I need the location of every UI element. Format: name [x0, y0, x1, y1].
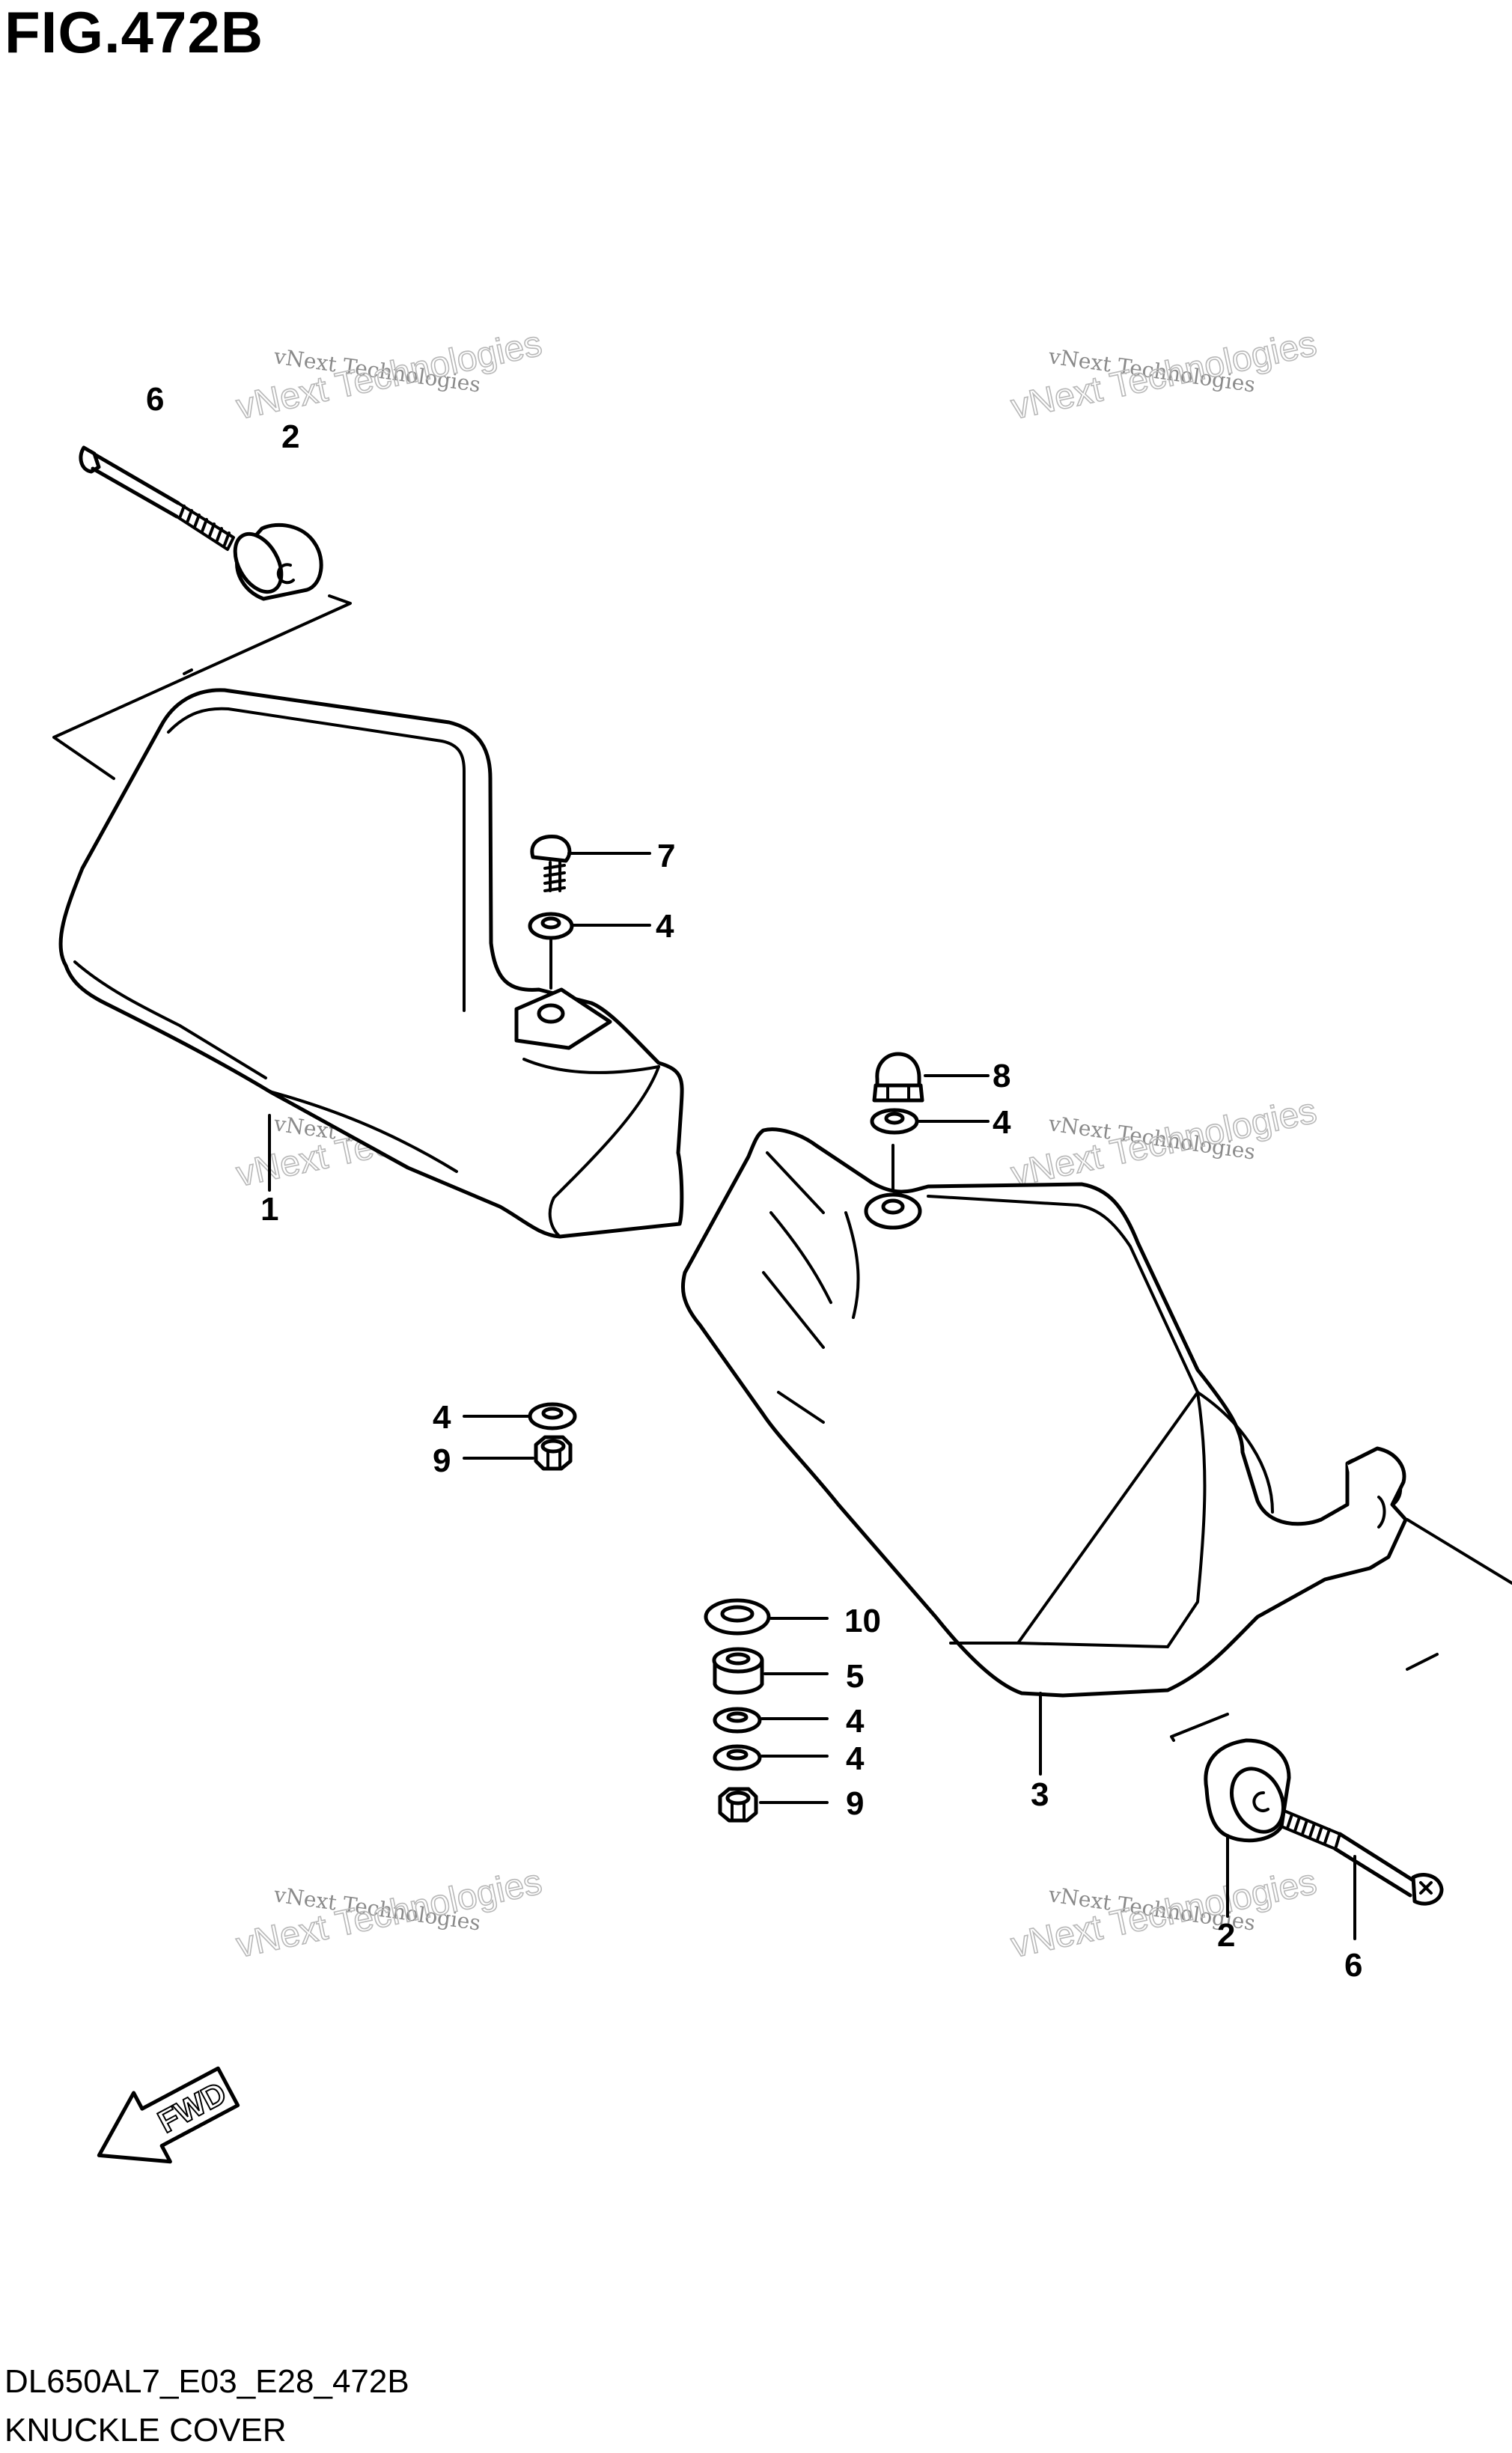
forward-direction-arrow: FWD	[97, 2066, 240, 2164]
watermark-text: vNext Technologies	[233, 1862, 545, 1966]
callout-1: 1	[260, 1191, 278, 1228]
knuckle-cover-part-3	[680, 1127, 1408, 1776]
washer-part-4-stack-lower	[713, 1744, 829, 1771]
callout-2-left: 2	[281, 418, 299, 455]
callout-4-stack-upper: 4	[846, 1703, 865, 1740]
washer-part-4-middle	[463, 1402, 577, 1430]
assembly-line-left	[52, 594, 352, 780]
figure-title: FIG.472B	[4, 0, 264, 65]
watermark-text: vNext Technologies	[1008, 324, 1320, 427]
cushion-part-2-right	[1204, 1738, 1291, 1918]
callout-3: 3	[1031, 1776, 1049, 1813]
callout-10: 10	[844, 1603, 881, 1639]
section-name: KNUCKLE COVER	[4, 2412, 287, 2449]
bolt-part-6-left	[79, 445, 235, 551]
callout-2-right: 2	[1217, 1917, 1235, 1954]
callout-5: 5	[846, 1658, 864, 1695]
watermark-text: vNext Technologies	[1008, 1862, 1320, 1966]
cap-nut-part-8	[872, 1052, 990, 1103]
knuckle-cover-part-1	[58, 688, 684, 1239]
callouts: 6 2 7 4 1 8 4 4 9 10 5 4 4 9 3 2 6	[146, 381, 1362, 1984]
spacer-part-5	[712, 1647, 829, 1695]
callout-4-middle: 4	[433, 1399, 451, 1436]
screw-part-7	[530, 834, 651, 892]
callout-6-right: 6	[1344, 1947, 1362, 1984]
washer-part-4-right-upper	[870, 1108, 990, 1135]
callout-7: 7	[657, 838, 675, 874]
watermark-text: vNext Technologies	[233, 324, 545, 427]
washer-part-4-upper	[528, 912, 651, 990]
callout-4-right-upper: 4	[993, 1104, 1011, 1141]
model-code: DL650AL7_E03_E28_472B	[4, 2363, 409, 2400]
callout-6-left: 6	[146, 381, 164, 418]
bolt-part-6-right	[1280, 1810, 1444, 1940]
washer-part-10	[704, 1598, 829, 1636]
callout-9-middle: 9	[433, 1442, 451, 1479]
washer-part-4-stack-upper	[713, 1707, 829, 1734]
callout-8: 8	[993, 1058, 1010, 1094]
callout-4-upper: 4	[656, 908, 674, 945]
watermark-text: vNext Technologies	[1008, 1091, 1320, 1195]
callout-4-stack-lower: 4	[846, 1740, 865, 1777]
nut-part-9-stack	[718, 1787, 829, 1823]
nut-part-9-middle	[463, 1435, 573, 1471]
cushion-part-2-left	[233, 522, 323, 601]
assembly-line-right	[1170, 1518, 1512, 1742]
callout-9-stack: 9	[846, 1785, 864, 1822]
